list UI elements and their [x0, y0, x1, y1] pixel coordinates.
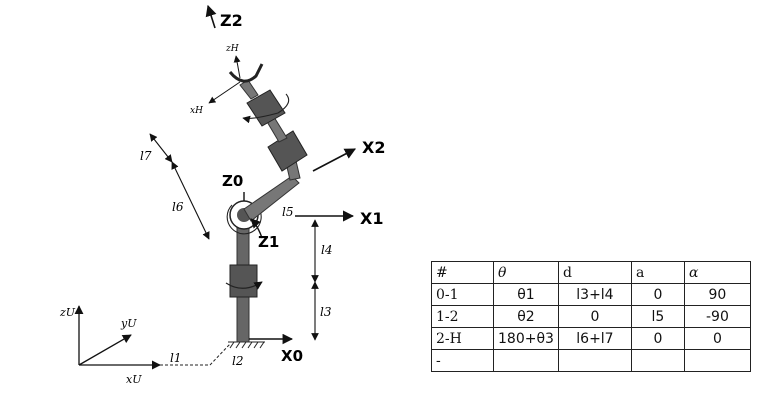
- label-xU: xU: [126, 373, 142, 386]
- table-cell: 0: [630, 283, 685, 306]
- xH-axis: [208, 81, 241, 104]
- table-cell: 0-1: [431, 283, 494, 306]
- label-l5: l5: [282, 205, 293, 219]
- label-z1: Z1: [258, 233, 279, 251]
- header-index: #: [431, 261, 494, 284]
- z2-axis: [205, 4, 217, 29]
- label-z2: Z2: [220, 11, 243, 30]
- label-l4: l4: [321, 243, 332, 257]
- header-d: d: [557, 261, 632, 284]
- table-cell: 0: [683, 327, 751, 350]
- header-theta: θ: [493, 261, 559, 284]
- wrist-block-upper: [246, 89, 286, 127]
- wrist-block-lower: [267, 130, 308, 172]
- table-cell: [630, 349, 685, 372]
- table-row: 0-1 θ1 l3+l4 0 90: [431, 283, 751, 306]
- base-rotation-arrow: [225, 281, 263, 290]
- x2-axis: [312, 148, 356, 172]
- yU-axis: [78, 334, 132, 366]
- table-cell: 0: [630, 327, 685, 350]
- label-zH: zH: [225, 44, 239, 54]
- upper-arm-link: [243, 175, 300, 222]
- table-cell: 90: [683, 283, 751, 306]
- header-alpha: α: [683, 261, 751, 284]
- table-cell: 180+θ3: [493, 327, 559, 350]
- label-l1: l1: [170, 351, 181, 365]
- table-cell: 0: [557, 305, 632, 328]
- table-cell: [557, 349, 632, 372]
- dh-parameter-table: # θ d a α 0-1 θ1 l3+l4 0 90 1-2 θ2 0 l5 …: [431, 261, 751, 372]
- table-cell: 1-2: [431, 305, 494, 328]
- table-cell: l3+l4: [557, 283, 632, 306]
- label-z0: Z0: [222, 172, 243, 190]
- label-zU: zU: [59, 306, 76, 319]
- table-cell: θ2: [493, 305, 559, 328]
- label-l6: l6: [172, 200, 184, 214]
- z1-indicator: [250, 218, 263, 239]
- l2-dashed: [209, 343, 231, 366]
- table-cell: 2-H: [431, 327, 494, 350]
- ground-base: [228, 341, 265, 349]
- shoulder-rotation-arrow: [226, 204, 266, 235]
- label-l3: l3: [320, 305, 332, 319]
- table-cell: l5: [630, 305, 685, 328]
- wrist-rotation-arrow: [242, 93, 290, 124]
- label-x0: X0: [281, 347, 303, 365]
- label-l2: l2: [232, 354, 243, 368]
- dimension-l6-l7: [149, 133, 210, 240]
- header-a: a: [630, 261, 685, 284]
- table-cell: -90: [683, 305, 751, 328]
- hand-link: [239, 79, 259, 100]
- table-cell: -: [431, 349, 494, 372]
- table-header-row: # θ d a α: [431, 261, 751, 284]
- table-cell: θ1: [493, 283, 559, 306]
- zH-axis: [233, 55, 241, 79]
- label-yU: yU: [120, 317, 137, 330]
- label-x1: X1: [360, 209, 383, 228]
- table-row: -: [431, 349, 751, 372]
- label-l7: l7: [140, 149, 152, 163]
- robot-arm-diagram: Z2 X2 X1 Z0 Z1 X0 zH xH l7 l6 l4 l3 l5 z…: [59, 4, 385, 386]
- label-x2: X2: [362, 138, 385, 157]
- table-cell: [493, 349, 559, 372]
- table-row: 1-2 θ2 0 l5 -90: [431, 305, 751, 328]
- table-cell: [683, 349, 751, 372]
- table-cell: l6+l7: [557, 327, 632, 350]
- label-xH: xH: [190, 106, 203, 116]
- table-row: 2-H 180+θ3 l6+l7 0 0: [431, 327, 751, 350]
- base-joint-block: [229, 264, 258, 298]
- gripper: [228, 63, 264, 83]
